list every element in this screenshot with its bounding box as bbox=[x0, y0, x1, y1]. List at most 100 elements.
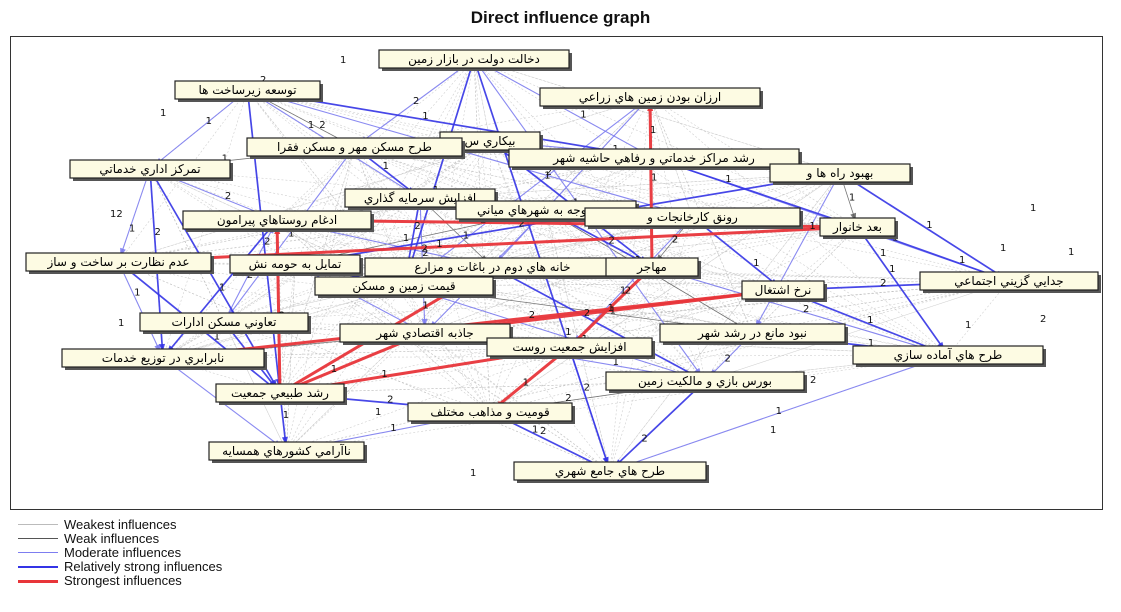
node-n19[interactable]: قيمت زمين و مسكن bbox=[314, 276, 496, 298]
edge-weight-label: 1 bbox=[959, 255, 965, 266]
edge-weakest bbox=[286, 263, 296, 452]
graph-title: Direct influence graph bbox=[470, 8, 651, 27]
node-n28[interactable]: رشد طبيعي جمعيت bbox=[215, 383, 347, 405]
edge-weight-label: 1 bbox=[381, 369, 387, 380]
edge-moderate bbox=[247, 89, 693, 218]
node-label: قوميت و مذاهب مختلف bbox=[430, 405, 549, 420]
node-label: خانه هاي دوم در باغات و مزارع bbox=[414, 260, 570, 275]
node-box bbox=[919, 271, 1099, 291]
edge-weight-label: 1 bbox=[134, 288, 140, 299]
legend-label-relatively-strong: Relatively strong influences bbox=[64, 559, 223, 574]
edge-weight-label: 1 bbox=[331, 364, 337, 375]
edge-weight-label: 1 bbox=[422, 111, 428, 122]
node-n13[interactable]: بعد خانوار bbox=[819, 217, 898, 239]
node-box bbox=[69, 159, 231, 179]
edge-weight-label: 2 bbox=[1040, 314, 1046, 325]
edge-weight-label: 1 bbox=[880, 248, 886, 259]
edge-weight-label: 1 bbox=[849, 193, 855, 204]
node-n30[interactable]: ناآرامي كشورهاي همسايه bbox=[208, 441, 367, 463]
edge-moderate bbox=[354, 58, 475, 148]
node-n11[interactable]: رونق كارخانجات و bbox=[584, 207, 803, 229]
node-n18[interactable]: جدايي گزيني اجتماعي bbox=[919, 271, 1101, 293]
node-n14[interactable]: عدم نظارت بر ساخت و ساز bbox=[25, 252, 214, 274]
node-n20[interactable]: نرخ اشتغال bbox=[741, 280, 827, 302]
node-label: بورس بازي و مالكيت زمين bbox=[638, 374, 772, 389]
node-n22[interactable]: جاذبه اقتصادي شهر bbox=[339, 323, 513, 345]
edge-weakest bbox=[403, 285, 491, 413]
node-n5[interactable]: طرح مسكن مهر و مسكن فقرا bbox=[246, 137, 465, 159]
node-n23[interactable]: نبود مانع در رشد شهر bbox=[659, 323, 848, 345]
edge-weakest bbox=[354, 146, 426, 334]
edge-weakest bbox=[424, 332, 611, 472]
node-box bbox=[182, 210, 372, 230]
node-n16[interactable]: خانه هاي دوم در باغات و مزارع bbox=[364, 257, 623, 279]
edge-weakest bbox=[403, 280, 1010, 287]
edge-weight-label: 2 bbox=[422, 248, 428, 259]
edge-weight-label: 1 bbox=[340, 55, 346, 66]
edge-weakest bbox=[286, 354, 949, 452]
node-box bbox=[378, 49, 570, 69]
edge-weakest bbox=[247, 89, 570, 348]
edge-weakest bbox=[294, 140, 491, 265]
edge-weight-label: 1 bbox=[770, 425, 776, 436]
node-box bbox=[486, 337, 653, 357]
node-n8[interactable]: بهبود راه ها و bbox=[769, 163, 913, 185]
edge-weakest bbox=[473, 58, 491, 142]
node-n6[interactable]: رشد مراكز خدماتي و رفاهي حاشيه شهر bbox=[508, 148, 802, 170]
edge-weight-label: 1 bbox=[422, 301, 428, 312]
node-n12[interactable]: ادغام روستاهاي پيرامون bbox=[182, 210, 374, 232]
node-n27[interactable]: بورس بازي و مالكيت زمين bbox=[605, 371, 807, 393]
node-n29[interactable]: قوميت و مذاهب مختلف bbox=[407, 402, 575, 424]
edge-weight-label: 2 bbox=[529, 310, 535, 321]
node-box bbox=[659, 323, 846, 343]
node-label: ادغام روستاهاي پيرامون bbox=[217, 213, 337, 228]
node-n24[interactable]: افزايش جمعيت روست bbox=[486, 337, 655, 359]
edge-weight-label: 1 bbox=[776, 406, 782, 417]
node-n31[interactable]: طرح هاي جامع شهري bbox=[513, 461, 709, 483]
edge-weakest bbox=[489, 280, 1010, 413]
node-n26[interactable]: طرح هاي آماده سازي bbox=[852, 345, 1046, 367]
edge-weight-label: 2 bbox=[540, 426, 546, 437]
edge-weakest bbox=[223, 157, 655, 323]
node-n3[interactable]: ارزان بودن زمين هاي زراعي bbox=[539, 87, 763, 109]
edge-moderate bbox=[117, 168, 151, 263]
edge-weight-label: 1 bbox=[288, 228, 294, 239]
node-n7[interactable]: تمركز اداري خدماتي bbox=[69, 159, 233, 181]
edge-weakest bbox=[118, 96, 651, 263]
edge-weight-label: 1 bbox=[463, 231, 469, 242]
edge-weakest bbox=[473, 58, 858, 228]
node-label: رشد مراكز خدماتي و رفاهي حاشيه شهر bbox=[552, 151, 755, 166]
edge-weight-label: 1 bbox=[375, 407, 381, 418]
node-n25[interactable]: نابرابري در توزيع خدمات bbox=[61, 348, 267, 370]
legend-label-moderate: Moderate influences bbox=[64, 545, 182, 560]
edge-weight-label: 2 bbox=[565, 393, 571, 404]
edge-weakest bbox=[545, 209, 611, 472]
node-n1[interactable]: دخالت دولت در بازار زمين bbox=[378, 49, 572, 71]
edge-weight-label: 2 bbox=[518, 219, 524, 230]
edge-weakest bbox=[489, 209, 547, 413]
edge-relatively-strong bbox=[403, 58, 475, 287]
edge-weakest bbox=[149, 168, 493, 268]
edge-weight-label: 1 bbox=[283, 410, 289, 421]
edge-moderate bbox=[223, 146, 355, 323]
node-label: مهاجر bbox=[636, 260, 667, 275]
node-label: افزايش سرمايه گذاري bbox=[364, 191, 476, 206]
edge-moderate bbox=[118, 261, 164, 359]
edge-weakest bbox=[545, 209, 706, 382]
node-box bbox=[852, 345, 1044, 365]
legend-swatch-weakest bbox=[18, 524, 58, 525]
edge-weakest bbox=[609, 266, 653, 472]
node-n17[interactable]: مهاجر bbox=[605, 257, 701, 279]
node-n15[interactable]: تمايل به حومه نش bbox=[229, 254, 363, 276]
node-box bbox=[513, 461, 707, 481]
edge-weakest bbox=[149, 168, 653, 268]
edge-weakest bbox=[354, 146, 949, 356]
node-label: تعاوني مسكن ادارات bbox=[172, 315, 277, 330]
node-box bbox=[339, 323, 511, 343]
node-box bbox=[508, 148, 800, 168]
edge-weakest bbox=[473, 58, 493, 268]
node-n21[interactable]: تعاوني مسكن ادارات bbox=[139, 312, 311, 334]
edge-weakest bbox=[149, 168, 405, 287]
node-n2[interactable]: توسعه زيرساخت ها bbox=[174, 80, 323, 102]
edge-weight-label: 1 bbox=[532, 425, 538, 436]
